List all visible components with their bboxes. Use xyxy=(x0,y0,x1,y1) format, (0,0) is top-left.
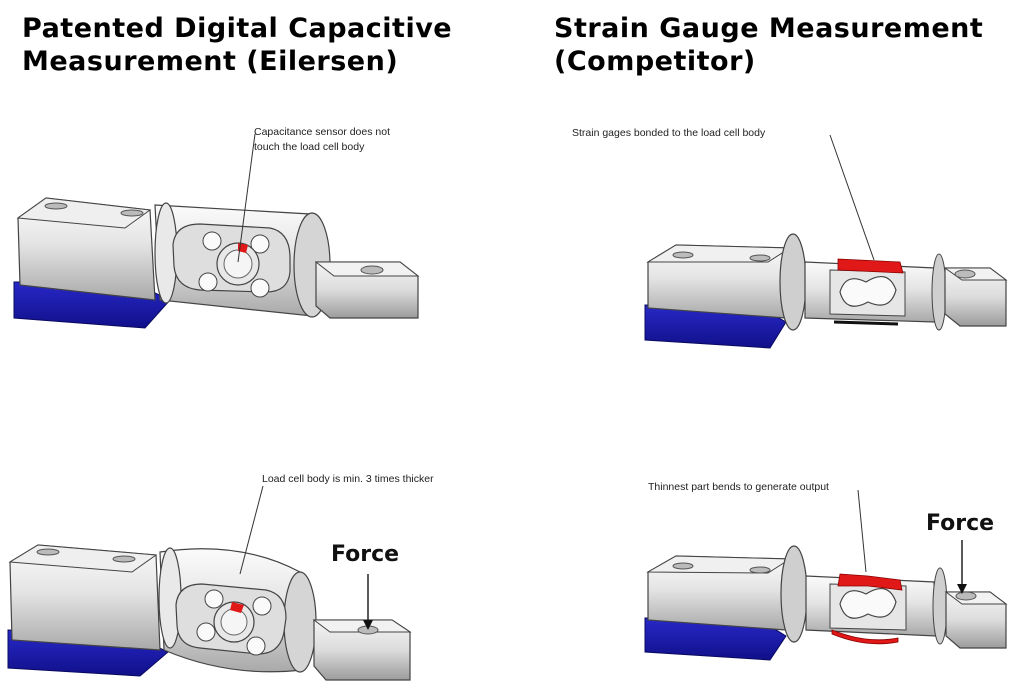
annotation-thinnest-part: Thinnest part bends to generate output xyxy=(648,481,829,493)
heading-competitor: Strain Gauge Measurement (Competitor) xyxy=(554,12,983,78)
force-arrow-head xyxy=(957,584,967,594)
annotation-capacitance-line1: Capacitance sensor does not xyxy=(254,126,391,138)
eilersen-load-cell-top xyxy=(13,133,420,329)
competitor-load-cell-top xyxy=(644,134,1008,349)
force-label-eilersen: Force xyxy=(331,542,400,567)
heading-eilersen: Patented Digital Capacitive Measurement … xyxy=(22,12,452,78)
eilersen-load-cell-bottom xyxy=(7,485,412,681)
force-arrow-head xyxy=(363,620,373,630)
strain-gauge-patch-bent xyxy=(837,573,903,591)
heading-eilersen-line1: Patented Digital Capacitive xyxy=(22,13,453,44)
competitor-load-cell-bottom xyxy=(644,489,1008,661)
force-label-competitor: Force xyxy=(926,511,995,536)
strain-gauge-patch xyxy=(837,258,904,274)
heading-eilersen-line2: Measurement (Eilersen) xyxy=(22,46,399,77)
annotation-thicker-body: Load cell body is min. 3 times thicker xyxy=(262,473,434,485)
capacitance-sensor-mark xyxy=(230,602,244,613)
annotation-capacitance-line2: touch the load cell body xyxy=(254,141,365,153)
strain-gauge-patch-lower xyxy=(831,629,899,645)
heading-competitor-line2: (Competitor) xyxy=(554,46,756,77)
annotation-capacitance-sensor: Capacitance sensor does not touch the lo… xyxy=(254,125,390,155)
heading-competitor-line1: Strain Gauge Measurement xyxy=(554,13,984,44)
annotation-strain-gages: Strain gages bonded to the load cell bod… xyxy=(572,127,766,139)
